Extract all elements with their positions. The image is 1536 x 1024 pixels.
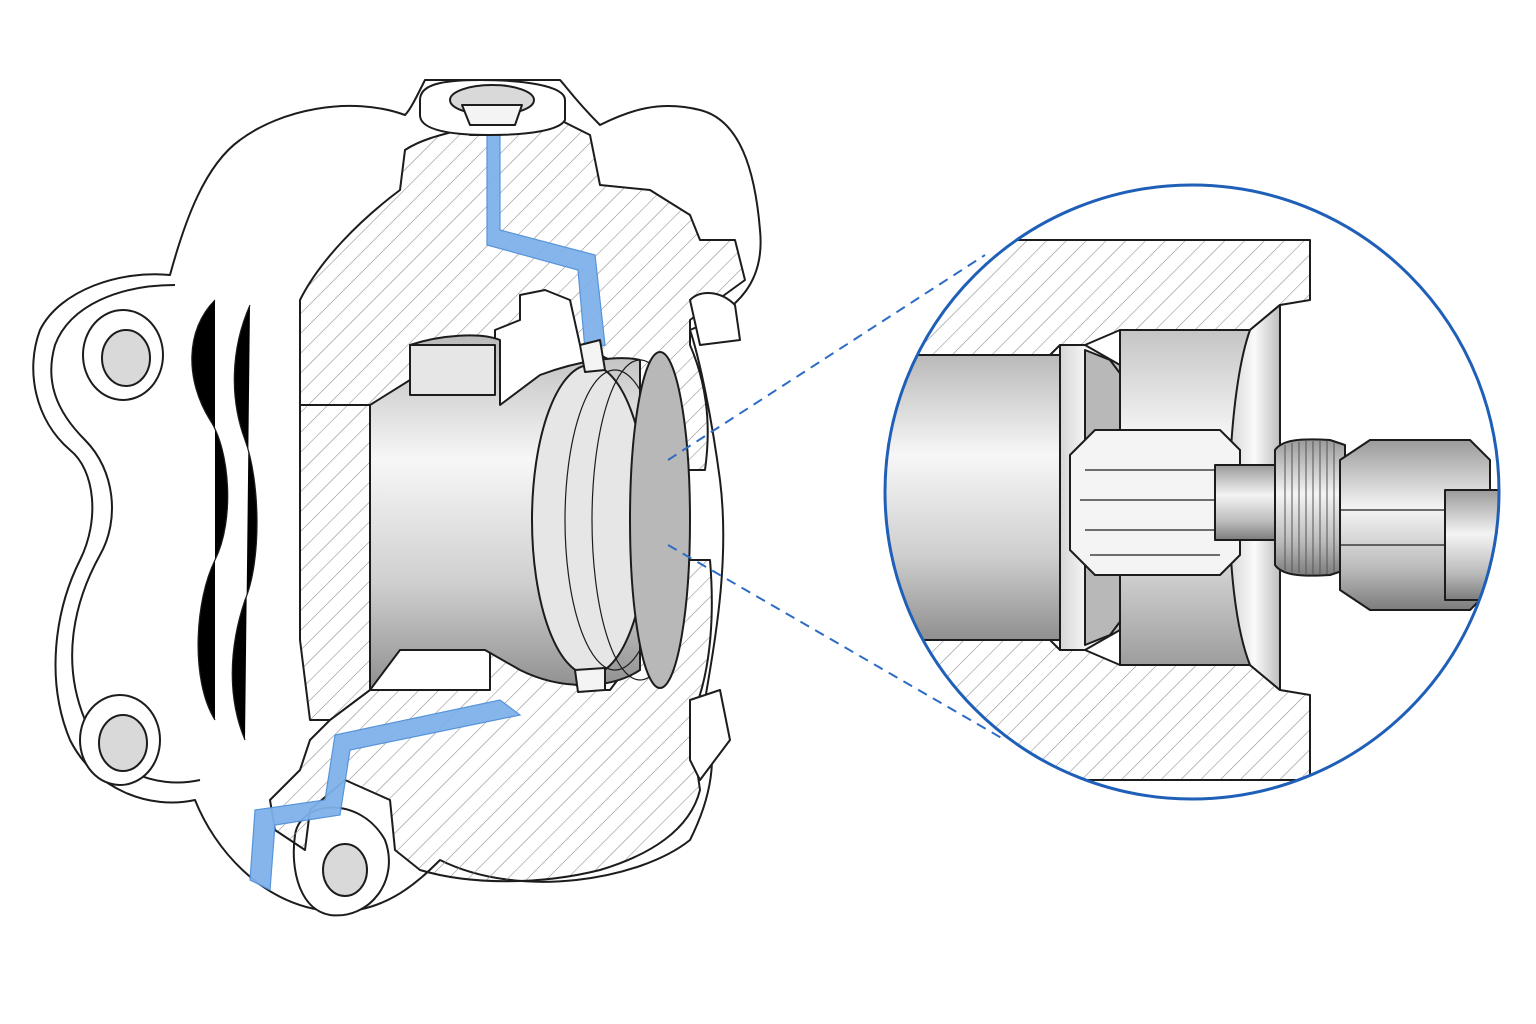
housing-cutaway: [32, 79, 762, 917]
bore-cylinder: [369, 334, 691, 693]
detail-circle-border: [883, 183, 1501, 801]
shaft-neck: [1214, 464, 1286, 541]
flange-inner-contour-2: [231, 304, 258, 741]
shaft-end: [1444, 489, 1499, 601]
oil-port: [419, 79, 566, 136]
mounting-hole-lower: [79, 694, 161, 786]
hatched-section-left-wall: [299, 404, 371, 721]
detail-leader-lines: [667, 254, 1006, 741]
mounting-hole-upper: [82, 309, 164, 401]
spline-gear: [1069, 429, 1241, 576]
side-boss-lower: [689, 689, 731, 781]
knurl-lines: [1284, 441, 1335, 574]
oil-channel-lower: [249, 699, 522, 891]
mounting-hole-bottom: [292, 806, 390, 917]
flange-inner-contour: [191, 299, 229, 721]
detail-bore: [885, 354, 1061, 641]
splined-shaft: [1069, 429, 1499, 611]
side-boss-upper: [689, 292, 741, 346]
magnified-detail-view: [883, 183, 1501, 801]
